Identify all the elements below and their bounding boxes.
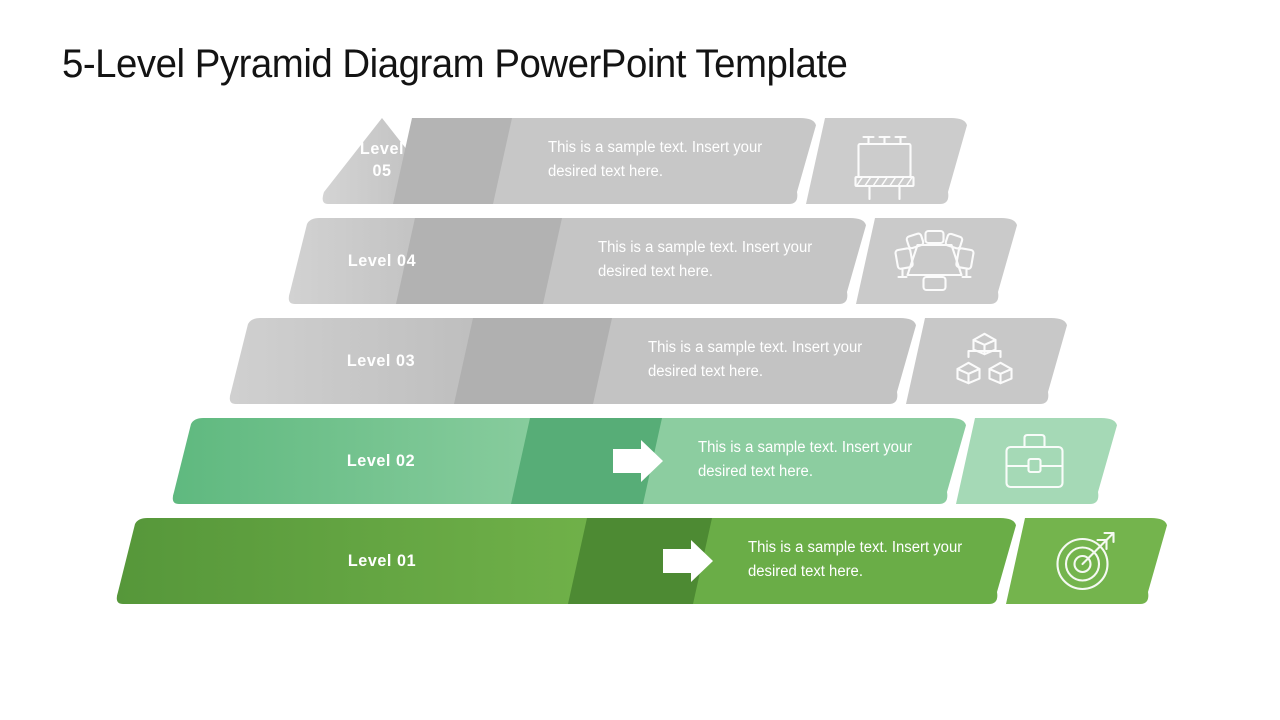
billboard-icon	[854, 135, 915, 201]
level-03-body-text: This is a sample text. Insert your desir…	[648, 339, 863, 381]
level-02-body-text: This is a sample text. Insert your desir…	[698, 439, 913, 481]
flow-arrow-icon	[613, 440, 663, 482]
stacked-cubes-icon	[956, 332, 1013, 385]
level-01-body-text: This is a sample text. Insert your desir…	[748, 539, 963, 581]
briefcase-icon	[1005, 433, 1064, 489]
level-05-label-line2: 05	[372, 160, 392, 180]
pyramid-level-04[interactable]: Level 04 This is a sample text. Insert yo…	[0, 218, 1280, 304]
pyramid-level-03[interactable]: Level 03 This is a sample text. Insert yo…	[0, 318, 1280, 404]
target-arrow-icon	[1056, 531, 1115, 591]
level-03-label: Level 03	[346, 351, 416, 370]
level-05-label-line1: Level	[359, 139, 405, 158]
level-05-label: Level 05	[297, 138, 468, 182]
conference-table-icon	[894, 229, 975, 292]
level-01-label: Level 01	[347, 551, 416, 570]
level-05-body-text: This is a sample text. Insert your desir…	[548, 139, 763, 181]
level-04-label: Level 04	[347, 251, 416, 270]
level-04-body-text: This is a sample text. Insert your desir…	[598, 239, 813, 281]
pyramid-level-05[interactable]: Level 05 This is a sample text. Insert you…	[0, 118, 1280, 204]
flow-arrow-icon	[663, 540, 713, 582]
pyramid-level-02[interactable]: Level 02 This is a sample text. Insert yo…	[0, 418, 1280, 504]
page-title: 5-Level Pyramid Diagram PowerPoint Templ…	[62, 42, 848, 86]
level-02-label: Level 02	[346, 451, 416, 470]
pyramid-level-01[interactable]: Level 01 This is a sample text. Insert yo…	[0, 518, 1280, 604]
